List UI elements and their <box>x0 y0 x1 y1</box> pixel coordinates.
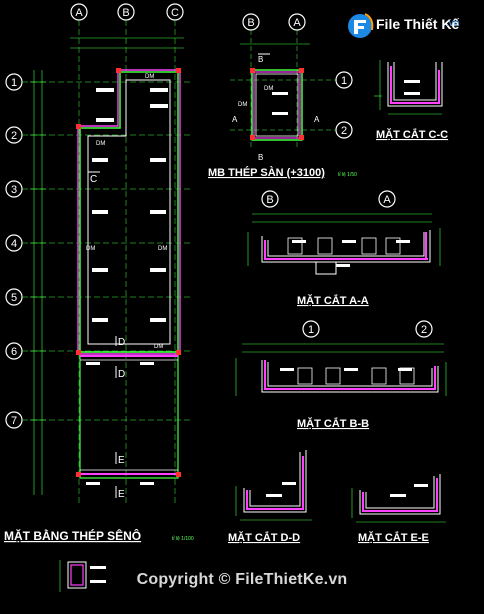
section-ee <box>351 474 446 523</box>
section-mark-d: D <box>118 337 125 348</box>
axis-bubble-b-floor: B <box>242 13 260 31</box>
axis-bubble-c: C <box>166 3 184 21</box>
axis-bubble-2: 2 <box>5 126 23 144</box>
section-mark-e: E <box>118 455 125 466</box>
section-aa: B A <box>247 190 441 275</box>
dm-label: DM <box>158 246 167 252</box>
svg-text:1: 1 <box>11 77 17 89</box>
section-mark-b: B <box>258 153 263 162</box>
section-dd-title: MẶT CẮT D-D <box>228 531 300 544</box>
svg-text:6: 6 <box>11 346 17 358</box>
svg-text:A: A <box>75 7 83 19</box>
detail-stirrup <box>59 560 106 592</box>
svg-text:4: 4 <box>11 238 17 250</box>
svg-text:B: B <box>122 7 129 19</box>
svg-text:2: 2 <box>341 125 347 137</box>
svg-text:5: 5 <box>11 292 17 304</box>
plan-section-markers: C D D E E <box>88 171 125 500</box>
svg-text:B: B <box>266 194 273 206</box>
axis-bubble-a: A <box>70 3 88 21</box>
axis-bubble-2-bb: 2 <box>415 320 433 338</box>
section-mark-a: A <box>232 115 238 124</box>
axis-bubble-6: 6 <box>5 342 23 360</box>
svg-text:2: 2 <box>11 130 17 142</box>
floor-title: MB THÉP SÀN (+3100) <box>208 166 325 179</box>
axis-bubble-5: 5 <box>5 288 23 306</box>
plan-title: MẶT BẰNG THÉP SÊNÔ <box>4 528 141 543</box>
axis-bubble-b-aa: B <box>261 190 279 208</box>
axis-bubble-a-floor: A <box>288 13 306 31</box>
section-mark-d: D <box>118 369 125 380</box>
section-mark-e: E <box>118 489 125 500</box>
svg-text:A: A <box>383 194 391 206</box>
svg-text:2: 2 <box>421 324 427 336</box>
section-mark-b: B <box>258 55 263 64</box>
section-bb-title: MẶT CẮT B-B <box>297 417 369 430</box>
svg-text:C: C <box>171 7 179 19</box>
dm-label: DM <box>145 74 154 80</box>
floor-plan: B A 1 2 DM DM B B A A <box>230 13 353 162</box>
logo-text: File Thiết Kế <box>376 16 460 32</box>
plan-row-axes: 1 2 3 4 5 6 7 <box>5 70 190 495</box>
axis-bubble-a-aa: A <box>378 190 396 208</box>
section-aa-title: MẶT CẮT A-A <box>297 294 369 307</box>
dm-label: DM <box>96 141 105 147</box>
svg-text:1: 1 <box>341 75 347 87</box>
plan-scale: tỉ lệ 1/100 <box>172 535 194 542</box>
dm-label: DM <box>238 102 247 108</box>
axis-bubble-b: B <box>117 3 135 21</box>
plan-gutter-outline <box>76 68 181 479</box>
axis-bubble-2-floor: 2 <box>335 121 353 139</box>
axis-bubble-1-floor: 1 <box>335 71 353 89</box>
section-cc <box>374 60 443 115</box>
logo-icon <box>348 13 374 38</box>
axis-bubble-3: 3 <box>5 180 23 198</box>
floor-scale: tỉ lệ 1/50 <box>338 171 357 178</box>
plan-column-axes: A B C <box>70 3 184 505</box>
section-mark-a: A <box>314 115 320 124</box>
axis-bubble-7: 7 <box>5 411 23 429</box>
copyright-watermark: Copyright © FileThietKe.vn <box>136 571 348 588</box>
filethietke-logo: File Thiết Kế .vn <box>346 10 472 44</box>
axis-bubble-4: 4 <box>5 234 23 252</box>
section-cc-title: MẶT CẮT C-C <box>376 128 448 141</box>
section-dd <box>235 450 312 521</box>
dm-label: DM <box>154 344 163 350</box>
svg-text:B: B <box>247 17 254 29</box>
dm-label: DM <box>86 246 95 252</box>
plan-rebar-labels: DM DM DM DM DM <box>86 74 168 485</box>
logo-suffix: .vn <box>446 18 460 29</box>
axis-bubble-1-bb: 1 <box>302 320 320 338</box>
dm-label: DM <box>264 86 273 92</box>
section-bb: 1 2 <box>235 320 447 396</box>
section-mark-c: C <box>90 174 97 185</box>
svg-text:A: A <box>293 17 301 29</box>
section-ee-title: MẶT CẮT E-E <box>358 531 429 544</box>
svg-text:1: 1 <box>308 324 314 336</box>
axis-bubble-1: 1 <box>5 73 23 91</box>
svg-text:3: 3 <box>11 184 17 196</box>
svg-text:7: 7 <box>11 415 17 427</box>
